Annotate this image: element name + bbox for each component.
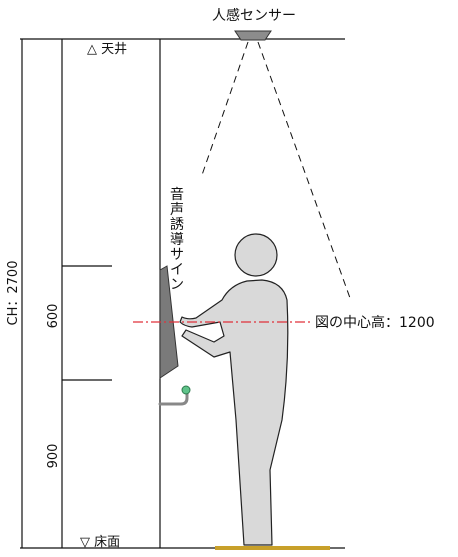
- floor-label: ▽ 床面: [80, 535, 120, 550]
- sign-vertical-label: 音 声 誘 導 サ イ ン: [170, 186, 184, 293]
- sign-char-1: 音: [170, 186, 184, 203]
- sign-char-7: ン: [170, 277, 184, 293]
- dim-lower-label: 900: [46, 444, 61, 469]
- person-body: [179, 279, 289, 546]
- call-button-icon: [181, 385, 191, 395]
- sensor-range-right: [257, 41, 351, 299]
- ceiling-height-label: CH：2700: [6, 261, 21, 326]
- dim-upper-label: 600: [46, 304, 61, 329]
- sign-char-4: 導: [170, 232, 184, 248]
- ceiling-label: △ 天井: [87, 42, 127, 57]
- sensor-label: 人感センサー: [212, 7, 296, 24]
- sign-char-2: 声: [170, 202, 184, 218]
- handrail: [158, 390, 189, 406]
- person-figure: [179, 233, 289, 546]
- sensor-range-left: [201, 41, 249, 176]
- floor-mat: [215, 546, 330, 550]
- center-height-label: 図の中心高：1200: [315, 314, 435, 331]
- sign-char-6: イ: [170, 262, 184, 278]
- sign-char-5: サ: [170, 247, 184, 263]
- sensor-icon: [234, 30, 272, 41]
- person-head: [234, 233, 278, 277]
- sign-char-3: 誘: [170, 217, 184, 233]
